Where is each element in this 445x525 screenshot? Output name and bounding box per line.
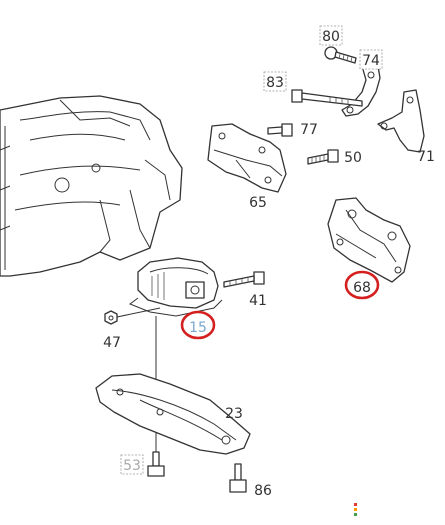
highlight-ring-15 [180,310,216,340]
part-label-53: 53 [123,458,141,474]
label-box-83 [263,71,287,92]
bolt-83 [291,89,363,107]
label-box-80 [319,25,343,46]
bolt-50 [307,149,339,165]
crossmember-23 [95,373,251,455]
bolt-86 [229,463,247,493]
status-dot [354,503,357,506]
part-label-65: 65 [249,195,267,211]
bolt-80 [324,46,357,64]
part-label-71: 71 [417,149,435,165]
part-label-86: 86 [254,483,272,499]
bracket-74 [341,65,381,117]
bracket-65 [207,123,287,193]
part-label-23: 23 [225,406,243,422]
highlight-ring-68 [344,270,380,300]
part-label-77: 77 [300,122,318,138]
label-box-53 [120,454,144,475]
part-label-41: 41 [249,293,267,309]
part-label-50: 50 [344,150,362,166]
bracket-71 [377,89,425,153]
label-box-74 [359,49,383,70]
part-label-15: 15 [189,320,207,336]
part-label-47: 47 [103,335,121,351]
status-dot [354,513,357,516]
transmission-housing [0,95,183,277]
part-label-83: 83 [266,75,284,91]
part-labels: 80 74 83 77 50 71 65 68 41 15 47 23 53 86 [103,25,435,499]
part-label-74: 74 [362,53,380,69]
bracket-68 [327,197,411,283]
bolt-77 [267,123,293,137]
bolt-41 [223,271,265,288]
bolt-53 [147,451,165,477]
nut-47 [104,307,161,325]
highlight-rings [180,270,380,340]
part-label-80: 80 [322,29,340,45]
status-dot [354,508,357,511]
status-dots [354,503,357,516]
engine-mount-15 [128,257,223,317]
part-label-68: 68 [353,280,371,296]
